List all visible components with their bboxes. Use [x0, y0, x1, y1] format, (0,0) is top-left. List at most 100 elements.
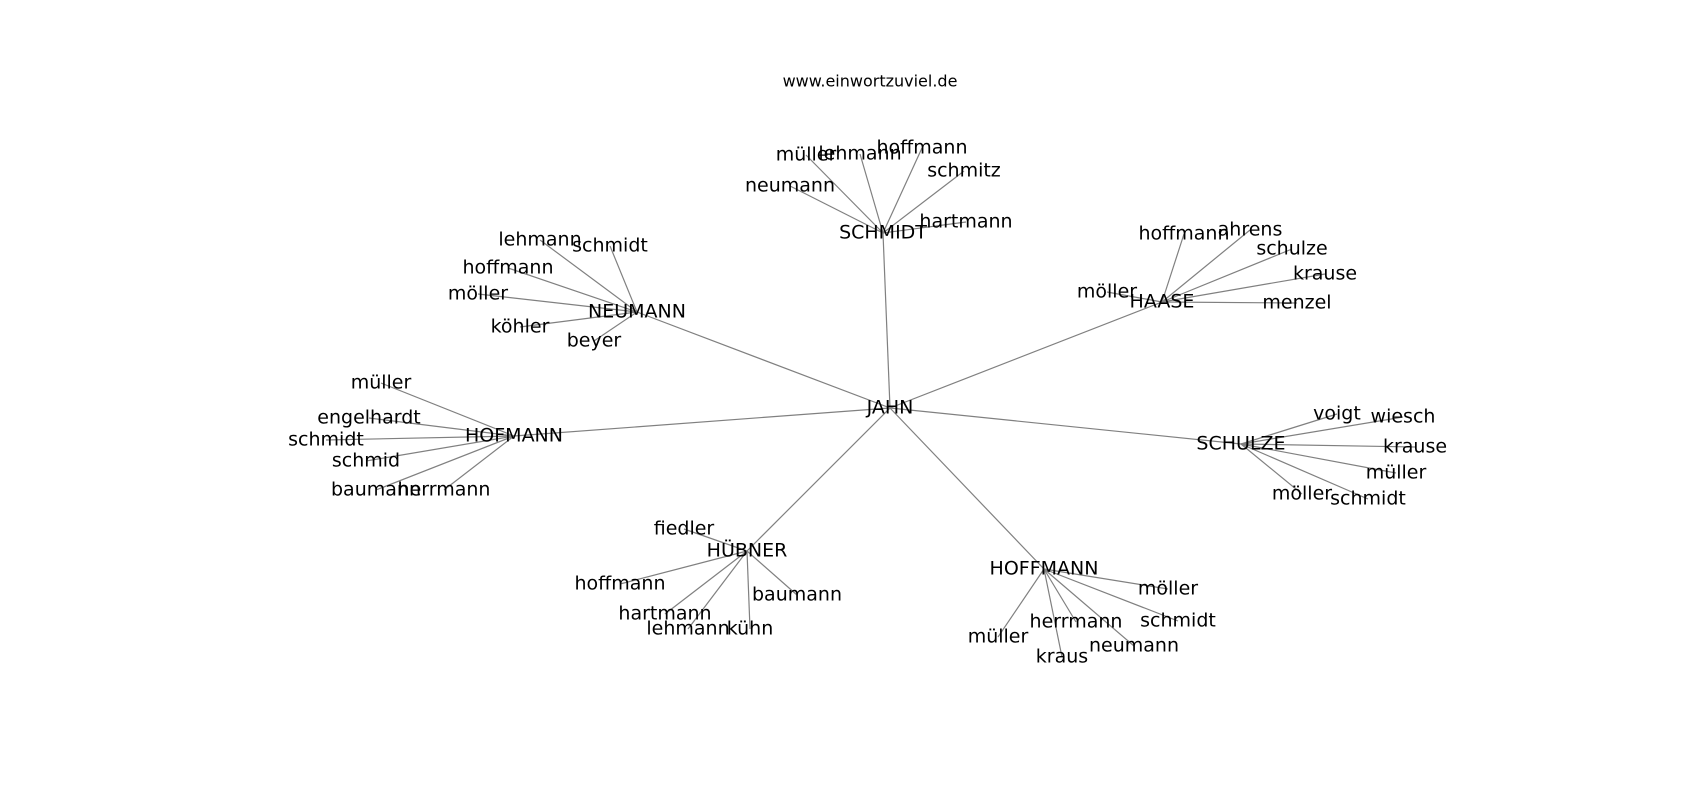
- edge-leaf: [1043, 568, 1179, 622]
- edge-leaf: [1161, 248, 1293, 303]
- edge-leaf: [477, 293, 638, 313]
- leaf-label: schmitz: [927, 160, 1001, 182]
- edge-leaf: [1240, 413, 1338, 445]
- leaf-label: krause: [1383, 436, 1447, 458]
- leaf-label: möller: [1272, 483, 1332, 505]
- edge-leaf: [882, 147, 923, 234]
- edge-leaf: [1043, 568, 1169, 590]
- edge-leaf: [380, 382, 515, 437]
- leaf-label: möller: [1138, 578, 1198, 600]
- leaf-label: menzel: [1262, 292, 1331, 314]
- edge-leaf: [593, 311, 638, 342]
- edge-leaf: [1043, 568, 1135, 647]
- leaf-label: möller: [1077, 281, 1137, 303]
- edge-leaf: [805, 154, 884, 234]
- edge-leaf: [683, 528, 748, 552]
- edge-leaf: [365, 435, 515, 462]
- leaf-label: wiesch: [1371, 406, 1436, 428]
- edge-root-to-haase: [889, 301, 1163, 409]
- edge-leaf: [519, 311, 638, 328]
- edge-leaf: [997, 568, 1045, 638]
- edge-leaf: [619, 550, 748, 585]
- hub-label-haase: HAASE: [1130, 291, 1195, 313]
- edge-leaf: [789, 185, 884, 234]
- leaf-label: kühn: [727, 618, 774, 640]
- leaf-label: schmidt: [572, 235, 648, 257]
- edge-root-to-hübner: [746, 407, 891, 552]
- leaf-label: kraus: [1036, 646, 1088, 668]
- hub-label-schulze: SCHULZE: [1196, 433, 1285, 455]
- leaf-label: müller: [968, 626, 1029, 648]
- edge-leaf: [882, 170, 965, 234]
- leaf-label: hartmann: [618, 603, 711, 625]
- leaf-label: fiedler: [654, 518, 715, 540]
- leaf-label: hoffmann: [575, 573, 666, 595]
- edges-layer: [325, 147, 1416, 658]
- leaf-label: engelhardt: [317, 407, 420, 429]
- leaf-label: herrmann: [398, 479, 491, 501]
- edge-leaf: [1043, 568, 1077, 623]
- edge-leaf: [1106, 291, 1163, 303]
- edge-root-to-schmidt: [882, 232, 891, 409]
- leaf-label: schmidt: [1140, 610, 1216, 632]
- leaf-label: schmidt: [1330, 488, 1406, 510]
- leaf-label: schulze: [1256, 238, 1327, 260]
- edge-leaf: [1161, 229, 1251, 303]
- edge-root-to-hoffmann: [889, 407, 1045, 570]
- edge-leaf: [1240, 416, 1404, 445]
- leaf-label: möller: [448, 283, 508, 305]
- leaf-label: baumann: [331, 479, 421, 501]
- hub-label-schmidt: SCHMIDT: [839, 222, 927, 244]
- edge-leaf: [1043, 568, 1063, 658]
- leaf-label: hartmann: [919, 211, 1012, 233]
- leaf-label: müller: [776, 144, 837, 166]
- leaf-label: hoffmann: [1139, 223, 1230, 245]
- edge-root-to-hofmann: [513, 407, 891, 437]
- hub-label-hofmann: HOFMANN: [465, 425, 563, 447]
- edge-leaf: [859, 153, 884, 234]
- edge-leaf: [609, 245, 638, 313]
- edge-leaf: [664, 550, 748, 615]
- leaf-label: schmidt: [288, 429, 364, 451]
- edge-leaf: [1240, 443, 1397, 474]
- leaf-label: hoffmann: [877, 137, 968, 159]
- leaf-label: neumann: [745, 175, 835, 197]
- leaf-label: müller: [351, 372, 412, 394]
- root-label: JAHN: [866, 397, 914, 419]
- leaf-label: baumann: [752, 584, 842, 606]
- leaf-label: beyer: [567, 330, 622, 352]
- edge-leaf: [746, 550, 751, 630]
- leaf-label: voigt: [1313, 403, 1361, 425]
- edge-leaf: [882, 221, 967, 234]
- edge-leaf: [1161, 301, 1298, 304]
- edge-leaf: [368, 417, 515, 437]
- leaf-label: neumann: [1089, 635, 1179, 657]
- leaf-label: müller: [1366, 462, 1427, 484]
- edge-leaf: [507, 267, 638, 313]
- edge-leaf: [687, 550, 748, 630]
- leaf-label: schmid: [332, 450, 400, 472]
- edge-root-to-schulze: [889, 407, 1242, 445]
- edge-leaf: [375, 435, 515, 491]
- edge-leaf: [325, 435, 515, 441]
- leaf-label: herrmann: [1030, 611, 1123, 633]
- edge-leaf: [1240, 443, 1416, 448]
- leaf-label: köhler: [491, 316, 550, 338]
- leaf-label: lehmann: [498, 229, 581, 251]
- edge-leaf: [539, 239, 638, 313]
- edge-leaf: [1240, 443, 1369, 500]
- leaf-label: krause: [1293, 263, 1357, 285]
- site-caption: www.einwortzuviel.de: [783, 72, 958, 91]
- hub-label-hübner: HÜBNER: [707, 539, 788, 562]
- leaf-label: ahrens: [1218, 219, 1283, 241]
- leaf-label: lehmann: [646, 618, 729, 640]
- labels-layer: müllerlehmannhoffmannschmitzneumannhartm…: [288, 137, 1447, 668]
- edge-leaf: [1161, 273, 1326, 303]
- edge-leaf: [1240, 443, 1303, 495]
- edge-leaf: [1161, 233, 1185, 303]
- edge-root-to-neumann: [636, 311, 891, 409]
- hub-label-neumann: NEUMANN: [588, 301, 686, 323]
- edge-leaf: [443, 435, 515, 491]
- hub-label-hoffmann: HOFFMANN: [990, 558, 1099, 580]
